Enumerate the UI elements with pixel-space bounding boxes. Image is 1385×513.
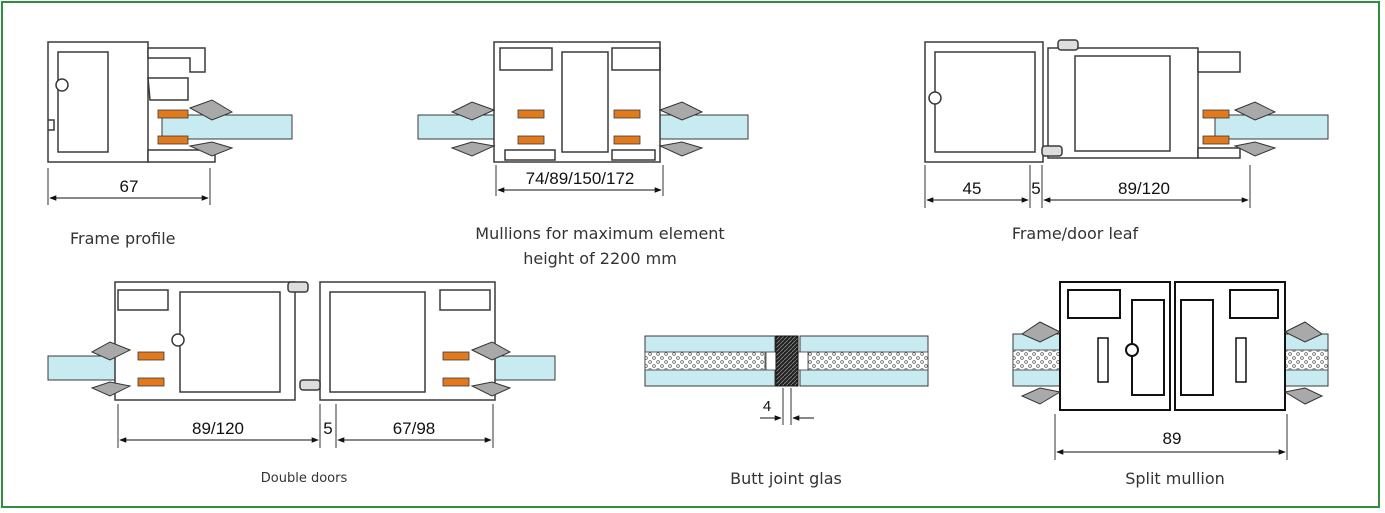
frame-profile-section: 67 Frame profile [47, 41, 293, 248]
double-doors-section: 89/120 5 67/98 Double doors [47, 281, 556, 486]
mullion-caption-line1: Mullions for maximum element [475, 224, 724, 243]
butt-joint-dim: 4 [763, 398, 771, 415]
mullion-section: 74/89/150/172 Mullions for maximum eleme… [417, 41, 749, 268]
frame-leaf-dim-frame: 45 [963, 179, 982, 198]
frame-profile-dim: 67 [120, 177, 139, 196]
split-mullion-section: 89 Split mullion [1012, 281, 1329, 488]
butt-joint-caption: Butt joint glas [730, 469, 842, 488]
mullion-dim: 74/89/150/172 [526, 169, 635, 188]
split-mullion-dim: 89 [1163, 429, 1182, 448]
frame-leaf-dim-leaf: 89/120 [1118, 179, 1170, 198]
split-mullion-caption: Split mullion [1125, 469, 1225, 488]
frame-leaf-dim-gap: 5 [1031, 179, 1040, 198]
double-doors-dim-gap: 5 [323, 419, 332, 438]
frame-leaf-caption: Frame/door leaf [1012, 224, 1139, 243]
double-doors-dim-right: 67/98 [393, 419, 436, 438]
double-doors-dim-left: 89/120 [192, 419, 244, 438]
frame-profile-caption: Frame profile [70, 229, 175, 248]
frame-door-leaf-section: 45 5 89/120 Frame/door leaf [924, 39, 1329, 243]
butt-joint-section: 4 Butt joint glas [644, 335, 929, 488]
mullion-caption-line2: height of 2200 mm [523, 249, 677, 268]
double-doors-caption: Double doors [261, 471, 348, 486]
